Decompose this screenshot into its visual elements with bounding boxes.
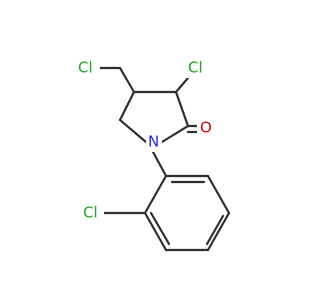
label-mask-o bbox=[197, 118, 215, 138]
aryl-double-1 bbox=[149, 211, 171, 246]
bond-c5-c4 bbox=[118, 90, 136, 122]
aryl-double-2 bbox=[205, 214, 225, 246]
atom-label-o: O bbox=[200, 119, 212, 137]
atom-label-cl-methyl: Cl bbox=[78, 59, 93, 77]
label-mask-cl-aryl bbox=[80, 202, 104, 224]
aryl-bond-2 bbox=[143, 211, 168, 252]
label-mask-n bbox=[146, 132, 162, 152]
atom-label-cl-aryl: Cl bbox=[83, 204, 98, 222]
atom-label-cl-ring: Cl bbox=[188, 59, 203, 77]
bond-layer bbox=[96, 66, 231, 252]
aryl-bond-4 bbox=[206, 211, 231, 252]
bond-c3-cl bbox=[174, 76, 190, 94]
label-mask-cl-ring bbox=[185, 58, 209, 78]
bond-c3-c2 bbox=[174, 90, 190, 128]
bond-c2-n bbox=[160, 124, 190, 144]
atom-label-layer: Cl Cl O N Cl bbox=[78, 59, 212, 222]
chemical-structure-diagram: Cl Cl O N Cl bbox=[76, 58, 231, 252]
bond-n-aryl bbox=[150, 148, 168, 178]
bond-ch2-c4 bbox=[118, 66, 136, 94]
label-mask-cl-methyl bbox=[76, 58, 100, 78]
atom-label-n: N bbox=[148, 133, 159, 151]
aryl-bond-1 bbox=[143, 174, 168, 215]
aryl-bond-5 bbox=[206, 174, 231, 215]
bond-n-c5 bbox=[118, 118, 148, 144]
label-mask-layer bbox=[76, 58, 215, 224]
